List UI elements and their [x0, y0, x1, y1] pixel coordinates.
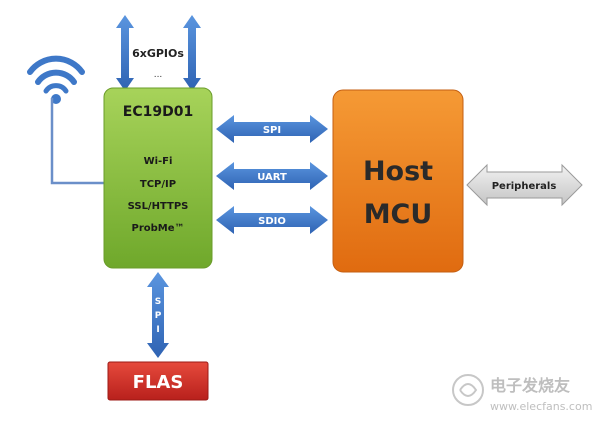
module-feature-probme: ProbMe™ [131, 223, 184, 234]
flash-label: FLAS [133, 372, 184, 393]
peripherals-label: Peripherals [492, 181, 557, 192]
flash-spi-letter-s: S [155, 297, 161, 307]
module-feature-tcpip: TCP/IP [140, 179, 176, 190]
spi-bus-label: SPI [263, 125, 281, 136]
sdio-bus-arrow: SDIO [216, 206, 328, 234]
uart-bus-arrow: UART [216, 162, 328, 190]
flash-block [107, 361, 209, 401]
peripherals-arrow: Peripherals [466, 163, 583, 207]
spi-bus-arrow: SPI [216, 115, 328, 143]
host-mcu-block [332, 89, 464, 273]
flash-spi-arrow: S P I [147, 272, 169, 358]
sdio-bus-label: SDIO [258, 216, 286, 227]
wifi-icon [27, 55, 85, 104]
host-label: Host [363, 156, 433, 187]
gpio-dots: ... [154, 70, 163, 80]
mcu-label: MCU [364, 199, 433, 230]
antenna-line [50, 98, 104, 185]
watermark-logo-icon [452, 374, 484, 406]
module-feature-wifi: Wi-Fi [144, 156, 173, 167]
uart-bus-label: UART [257, 172, 287, 183]
gpio-arrow-right [183, 15, 201, 91]
watermark: 电子发烧友 www.elecfans.com [452, 374, 592, 413]
gpio-arrow-left [116, 15, 134, 91]
flash-spi-letter-i: I [156, 325, 159, 335]
module-title: EC19D01 [123, 104, 193, 120]
module-feature-ssl: SSL/HTTPS [128, 201, 189, 212]
gpio-label: 6xGPIOs [132, 47, 184, 60]
watermark-cn: 电子发烧友 [490, 376, 571, 395]
flash-spi-letter-p: P [155, 311, 162, 321]
module-block [103, 87, 213, 269]
watermark-url: www.elecfans.com [490, 400, 592, 413]
